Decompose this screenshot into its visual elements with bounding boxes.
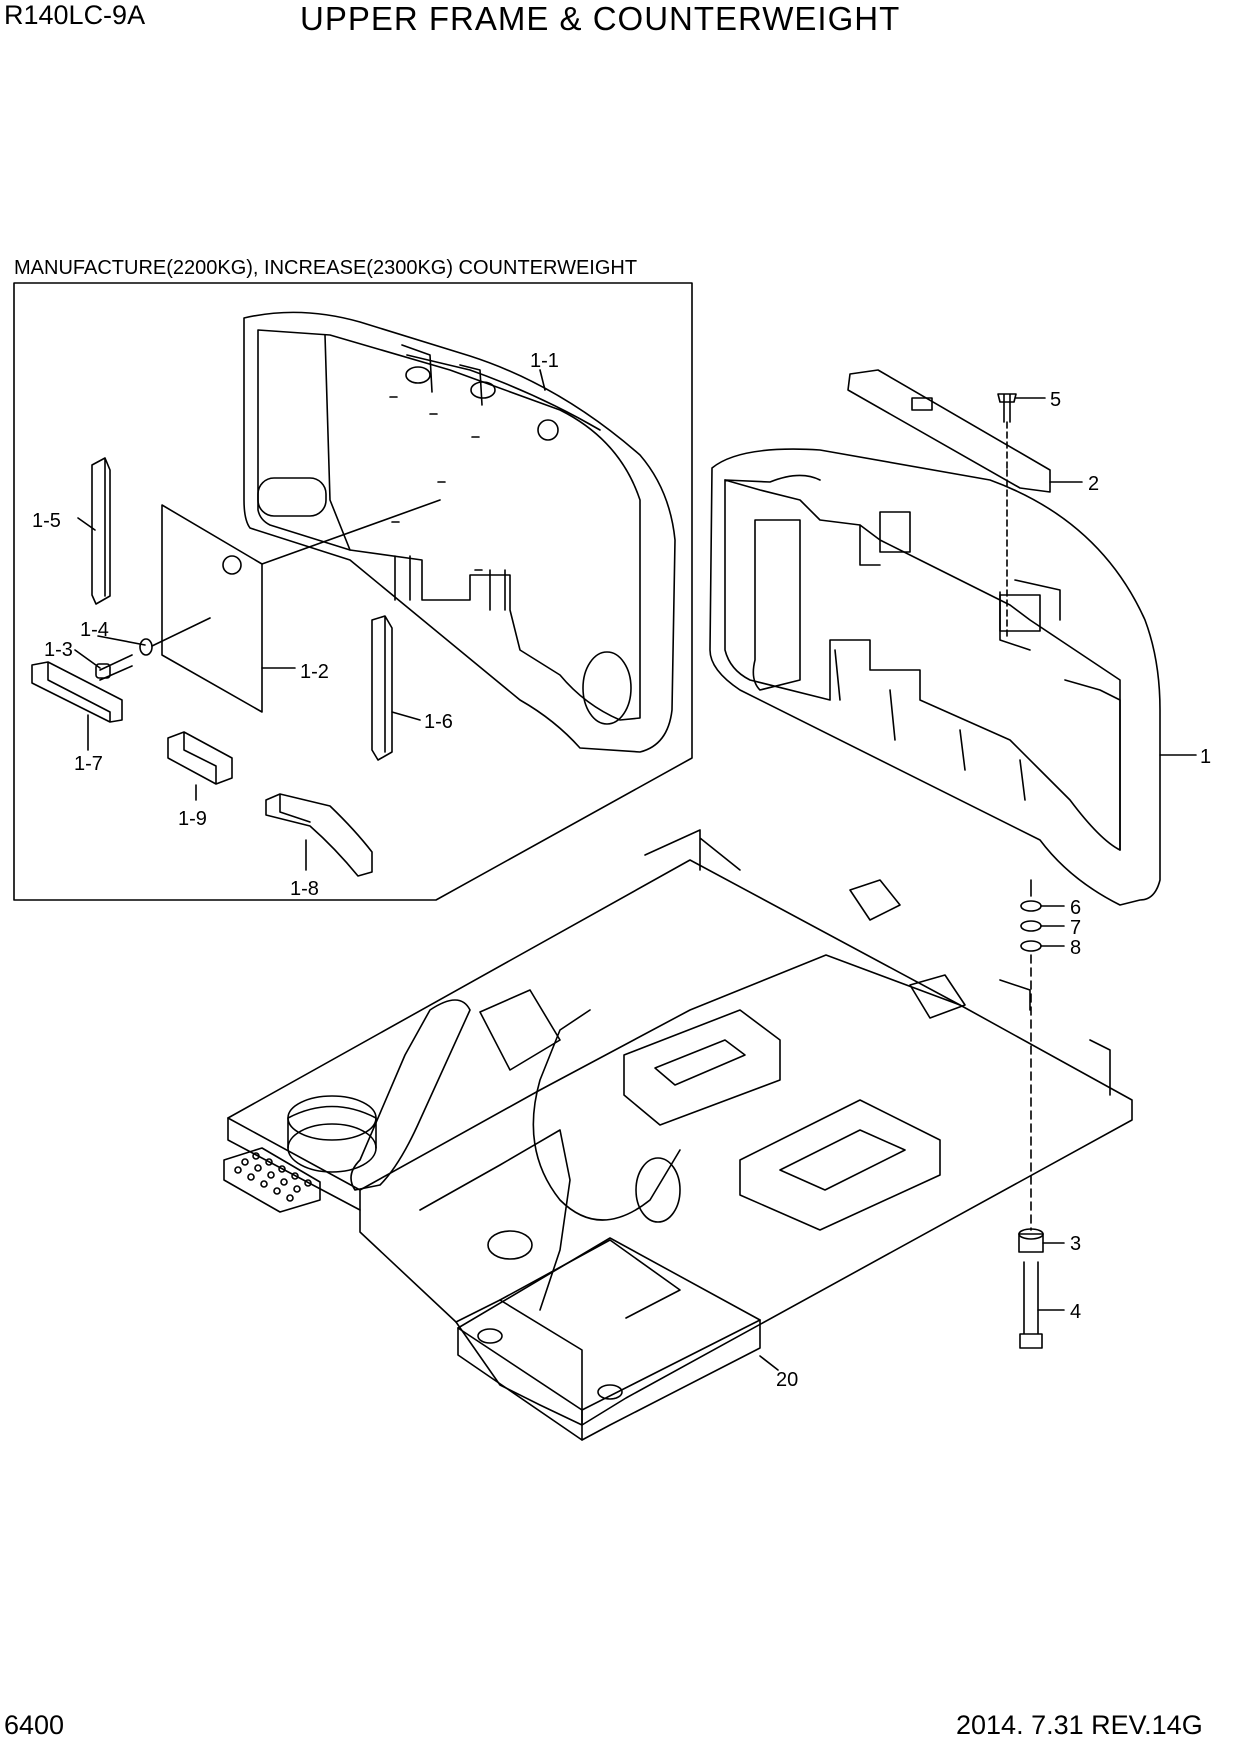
spacer-part-3 (1018, 1233, 1044, 1253)
callout-1-9: 1-9 (178, 808, 207, 830)
leader-1-4 (97, 635, 146, 646)
washer-6 (1020, 900, 1042, 912)
leader-1-6 (391, 711, 421, 721)
bolt-part-5 (997, 393, 1017, 423)
callout-2: 2 (1088, 473, 1099, 495)
callout-4: 4 (1070, 1301, 1081, 1323)
callout-1-7: 1-7 (74, 753, 103, 775)
callout-1-5: 1-5 (32, 510, 61, 532)
rail-hole-left (477, 1328, 503, 1344)
model-number: R140LC-9A (4, 0, 146, 30)
page-number: 6400 (4, 1710, 65, 1740)
plate-part (161, 504, 263, 713)
callout-20: 20 (776, 1369, 798, 1391)
washer-7 (1020, 920, 1042, 932)
callout-3: 3 (1070, 1233, 1081, 1255)
callout-1-6: 1-6 (424, 711, 453, 733)
rail-hole-right (597, 1384, 623, 1400)
leader-1-1 (539, 369, 546, 391)
callout-1-2: 1-2 (300, 661, 329, 683)
step-plate (223, 1147, 321, 1213)
plate-hole (222, 555, 242, 575)
washer-8 (1020, 940, 1042, 952)
frame-rail-edges (457, 1319, 761, 1441)
bar-part-1-5 (91, 457, 111, 605)
upper-frame-part (227, 829, 1133, 1426)
plate-bracket (911, 397, 933, 411)
callout-6: 6 (1070, 897, 1081, 919)
bar-part-1-6 (371, 615, 393, 761)
callout-7: 7 (1070, 917, 1081, 939)
revision-date: 2014. 7.31 REV.14G (956, 1710, 1203, 1740)
block-part-1-7 (31, 661, 123, 723)
callout-1-8: 1-8 (290, 878, 319, 900)
frame-rail (457, 1237, 761, 1441)
callout-1-3: 1-3 (44, 639, 73, 661)
inset-frame (13, 282, 693, 901)
callout-1-4: 1-4 (80, 619, 109, 641)
inset-title: MANUFACTURE(2200KG), INCREASE(2300KG) CO… (14, 257, 638, 279)
leader-1-5 (77, 517, 96, 531)
leader-1-3 (74, 649, 101, 669)
block-part-1-9 (167, 731, 233, 785)
block-part-1-8 (265, 793, 373, 877)
step-plate-holes (234, 1152, 312, 1202)
callout-8: 8 (1070, 937, 1081, 959)
page-title: UPPER FRAME & COUNTERWEIGHT (300, 0, 901, 37)
callout-1-1: 1-1 (530, 350, 559, 372)
counterweight-shell-part (243, 311, 676, 753)
plate-part-2 (847, 369, 1051, 493)
plate-leader (261, 499, 441, 565)
bolt-part-4 (1019, 1261, 1043, 1349)
bolt-washer-part (95, 617, 211, 681)
counterweight-part (709, 448, 1161, 906)
leader-20 (759, 1355, 779, 1371)
callout-5: 5 (1050, 389, 1061, 411)
callout-1: 1 (1200, 746, 1211, 768)
